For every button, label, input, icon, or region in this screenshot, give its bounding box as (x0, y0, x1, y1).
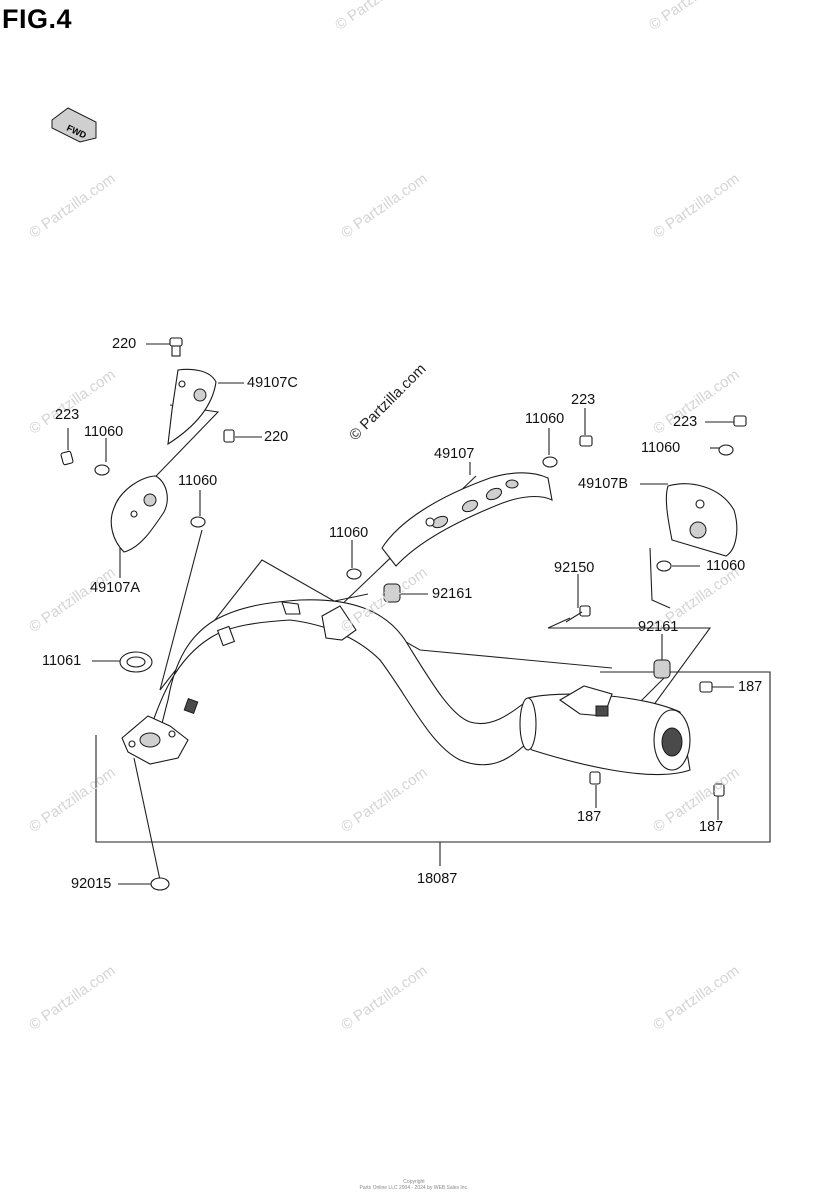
callout-92161[interactable]: 92161 (638, 619, 679, 635)
fwd-arrow-icon: FWD (51, 107, 97, 143)
callout-220[interactable]: 220 (264, 429, 289, 445)
muffler (519, 685, 691, 776)
callout-11060[interactable]: 11060 (84, 424, 124, 440)
exhaust-pipe (121, 599, 531, 766)
heat-guard-49107 (381, 472, 553, 567)
figure-title: FIG.4 (2, 4, 73, 34)
footer-copyright-line1: Copyright (403, 1179, 425, 1185)
callout-92150[interactable]: 92150 (554, 560, 595, 576)
callout-11060[interactable]: 11060 (641, 440, 681, 456)
footer-copyright-line2: Parts Online LLC 2004 - 2024 by WEB Sale… (359, 1185, 469, 1191)
callout-187[interactable]: 187 (738, 679, 763, 695)
callout-223[interactable]: 223 (55, 407, 80, 423)
callout-49107a[interactable]: 49107A (90, 580, 140, 596)
callout-11060[interactable]: 11060 (178, 473, 218, 489)
callout-92015[interactable]: 92015 (71, 876, 112, 892)
callout-49107c[interactable]: 49107C (247, 375, 298, 391)
callout-92161[interactable]: 92161 (432, 586, 473, 602)
callout-11060[interactable]: 11060 (706, 558, 746, 574)
callout-223[interactable]: 223 (673, 414, 698, 430)
callout-187[interactable]: 187 (577, 809, 602, 825)
heat-guard-49107b (665, 483, 738, 557)
callout-11061[interactable]: 11061 (42, 653, 82, 669)
callout-220[interactable]: 220 (112, 336, 137, 352)
callout-223[interactable]: 223 (571, 392, 596, 408)
callout-11060[interactable]: 11060 (329, 525, 369, 541)
callout-187[interactable]: 187 (699, 819, 724, 835)
heat-guard-49107c (167, 368, 217, 446)
callout-49107[interactable]: 49107 (434, 446, 475, 462)
callout-18087[interactable]: 18087 (417, 871, 458, 887)
callout-49107b[interactable]: 49107B (578, 476, 628, 492)
callout-11060[interactable]: 11060 (525, 411, 565, 427)
heat-guard-49107a (110, 475, 168, 553)
hardware (60, 337, 747, 891)
